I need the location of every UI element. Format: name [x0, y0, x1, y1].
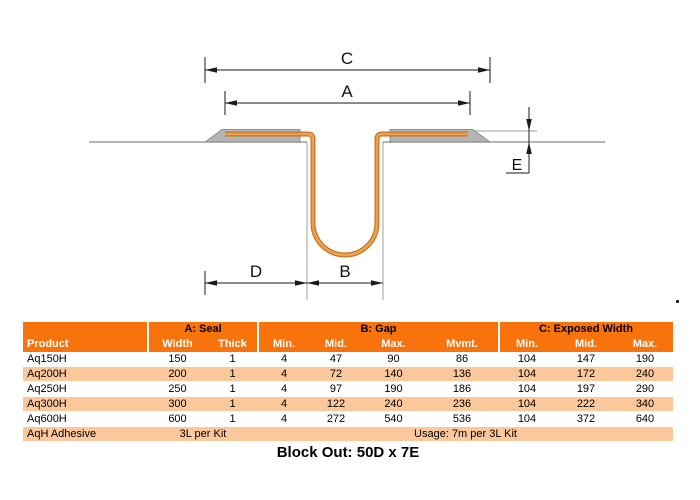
value-cell: 136 — [452, 368, 472, 380]
dim-e-label: E — [512, 157, 523, 174]
dim-b-label: B — [339, 262, 350, 281]
value-cell: 72 — [329, 368, 343, 380]
column-header-gap-mid: Mid. — [310, 336, 362, 352]
column-header-gap-min: Min. — [258, 336, 310, 352]
group-header-product-spacer — [23, 322, 148, 336]
table-row-adhesive: AqH Adhesive 3L per Kit Usage: 7m per 3L… — [23, 427, 673, 442]
value-cell: 104 — [517, 368, 537, 380]
value-cell: 290 — [635, 383, 655, 395]
header-separator-2 — [257, 322, 259, 352]
stray-period-mark — [676, 300, 679, 303]
value-cell: 1 — [229, 353, 236, 365]
dim-e-arrow-up — [526, 142, 532, 154]
value-cell: 372 — [576, 413, 596, 425]
table-column-header-row: Product Width Thick Min. Mid. Max. Mvmt.… — [23, 336, 673, 352]
product-cell: Aq300H — [27, 398, 67, 410]
dim-a-arrow-left — [225, 100, 237, 106]
dim-d-label: D — [250, 262, 262, 281]
value-cell: 250 — [168, 383, 187, 395]
group-header-gap: B: Gap — [258, 322, 499, 336]
dim-c-arrow-left — [205, 67, 217, 73]
value-cell: 4 — [280, 383, 288, 395]
value-cell: 200 — [168, 368, 187, 380]
value-cell: 150 — [168, 353, 187, 365]
table-row-aq200h: Aq200H 200 1 4 72 140 136 104 172 240 — [23, 367, 673, 382]
column-header-exposed-min: Min. — [499, 336, 555, 352]
adhesive-seal-info-cell: 3L per Kit — [179, 428, 227, 440]
value-cell: 640 — [635, 413, 655, 425]
column-header-exposed-max: Max. — [617, 336, 673, 352]
seal-membrane-outline — [225, 131, 468, 258]
table-row-aq150h: Aq150H 150 1 4 47 90 86 104 147 190 — [23, 352, 673, 367]
value-cell: 97 — [329, 383, 343, 395]
value-cell: 600 — [168, 413, 187, 425]
table-row-aq250h: Aq250H 250 1 4 97 190 186 104 197 290 — [23, 382, 673, 397]
value-cell: 86 — [455, 353, 469, 365]
dim-a-label: A — [341, 82, 353, 101]
column-header-thick: Thick — [207, 336, 258, 352]
dim-d-arrow-right — [295, 280, 307, 286]
value-cell: 104 — [517, 398, 537, 410]
value-cell: 1 — [229, 383, 236, 395]
value-cell: 190 — [635, 353, 655, 365]
group-header-exposed-width: C: Exposed Width — [499, 322, 673, 336]
column-header-exposed-mid: Mid. — [555, 336, 617, 352]
value-cell: 122 — [326, 398, 346, 410]
value-cell: 536 — [452, 413, 472, 425]
column-header-gap-mvmt: Mvmt. — [425, 336, 499, 352]
column-header-gap-max: Max. — [362, 336, 425, 352]
value-cell: 240 — [635, 368, 655, 380]
value-cell: 47 — [329, 353, 343, 365]
value-cell: 272 — [326, 413, 346, 425]
table-group-header-row: A: Seal B: Gap C: Exposed Width — [23, 322, 673, 336]
block-out-note: Block Out: 50D x 7E — [276, 444, 420, 461]
value-cell: 340 — [635, 398, 655, 410]
product-cell: Aq150H — [27, 353, 67, 365]
column-header-width: Width — [148, 336, 207, 352]
value-cell: 172 — [576, 368, 596, 380]
value-cell: 222 — [576, 398, 596, 410]
adhesive-usage-cell: Usage: 7m per 3L Kit — [414, 428, 517, 440]
spec-table: A: Seal B: Gap C: Exposed Width Product … — [23, 322, 673, 442]
value-cell: 1 — [229, 398, 236, 410]
dim-c-label: C — [341, 49, 353, 68]
dim-c-arrow-right — [478, 67, 490, 73]
value-cell: 240 — [384, 398, 403, 410]
value-cell: 104 — [517, 383, 537, 395]
value-cell: 236 — [452, 398, 472, 410]
header-separator-1 — [147, 322, 149, 352]
value-cell: 190 — [384, 383, 403, 395]
product-cell: Aq250H — [27, 383, 67, 395]
value-cell: 197 — [576, 383, 596, 395]
seal-membrane-core — [225, 132, 468, 257]
value-cell: 4 — [280, 398, 288, 410]
value-cell: 4 — [280, 368, 288, 380]
dim-e-arrow-down — [526, 119, 532, 131]
product-cell: Aq200H — [27, 368, 67, 380]
dim-b-arrow-right — [371, 280, 383, 286]
value-cell: 147 — [576, 353, 596, 365]
value-cell: 4 — [280, 353, 288, 365]
table-row-aq300h: Aq300H 300 1 4 122 240 236 104 222 340 — [23, 397, 673, 412]
value-cell: 90 — [387, 353, 400, 365]
value-cell: 140 — [384, 368, 403, 380]
value-cell: 1 — [229, 413, 236, 425]
value-cell: 1 — [229, 368, 236, 380]
column-header-product: Product — [23, 336, 148, 352]
table-row-aq600h: Aq600H 600 1 4 272 540 536 104 372 640 — [23, 412, 673, 427]
seal-profile-diagram: C A E D B — [89, 49, 605, 300]
value-cell: 186 — [452, 383, 472, 395]
dim-b-arrow-left — [307, 280, 319, 286]
value-cell: 540 — [384, 413, 403, 425]
value-cell: 104 — [517, 413, 537, 425]
dim-a-arrow-right — [458, 100, 470, 106]
adhesive-product-cell: AqH Adhesive — [27, 428, 97, 440]
group-header-seal: A: Seal — [148, 322, 258, 336]
product-cell: Aq600H — [27, 413, 67, 425]
value-cell: 104 — [517, 353, 537, 365]
dim-d-arrow-left — [205, 280, 217, 286]
header-separator-3 — [498, 322, 500, 352]
value-cell: 4 — [280, 413, 288, 425]
value-cell: 300 — [168, 398, 187, 410]
